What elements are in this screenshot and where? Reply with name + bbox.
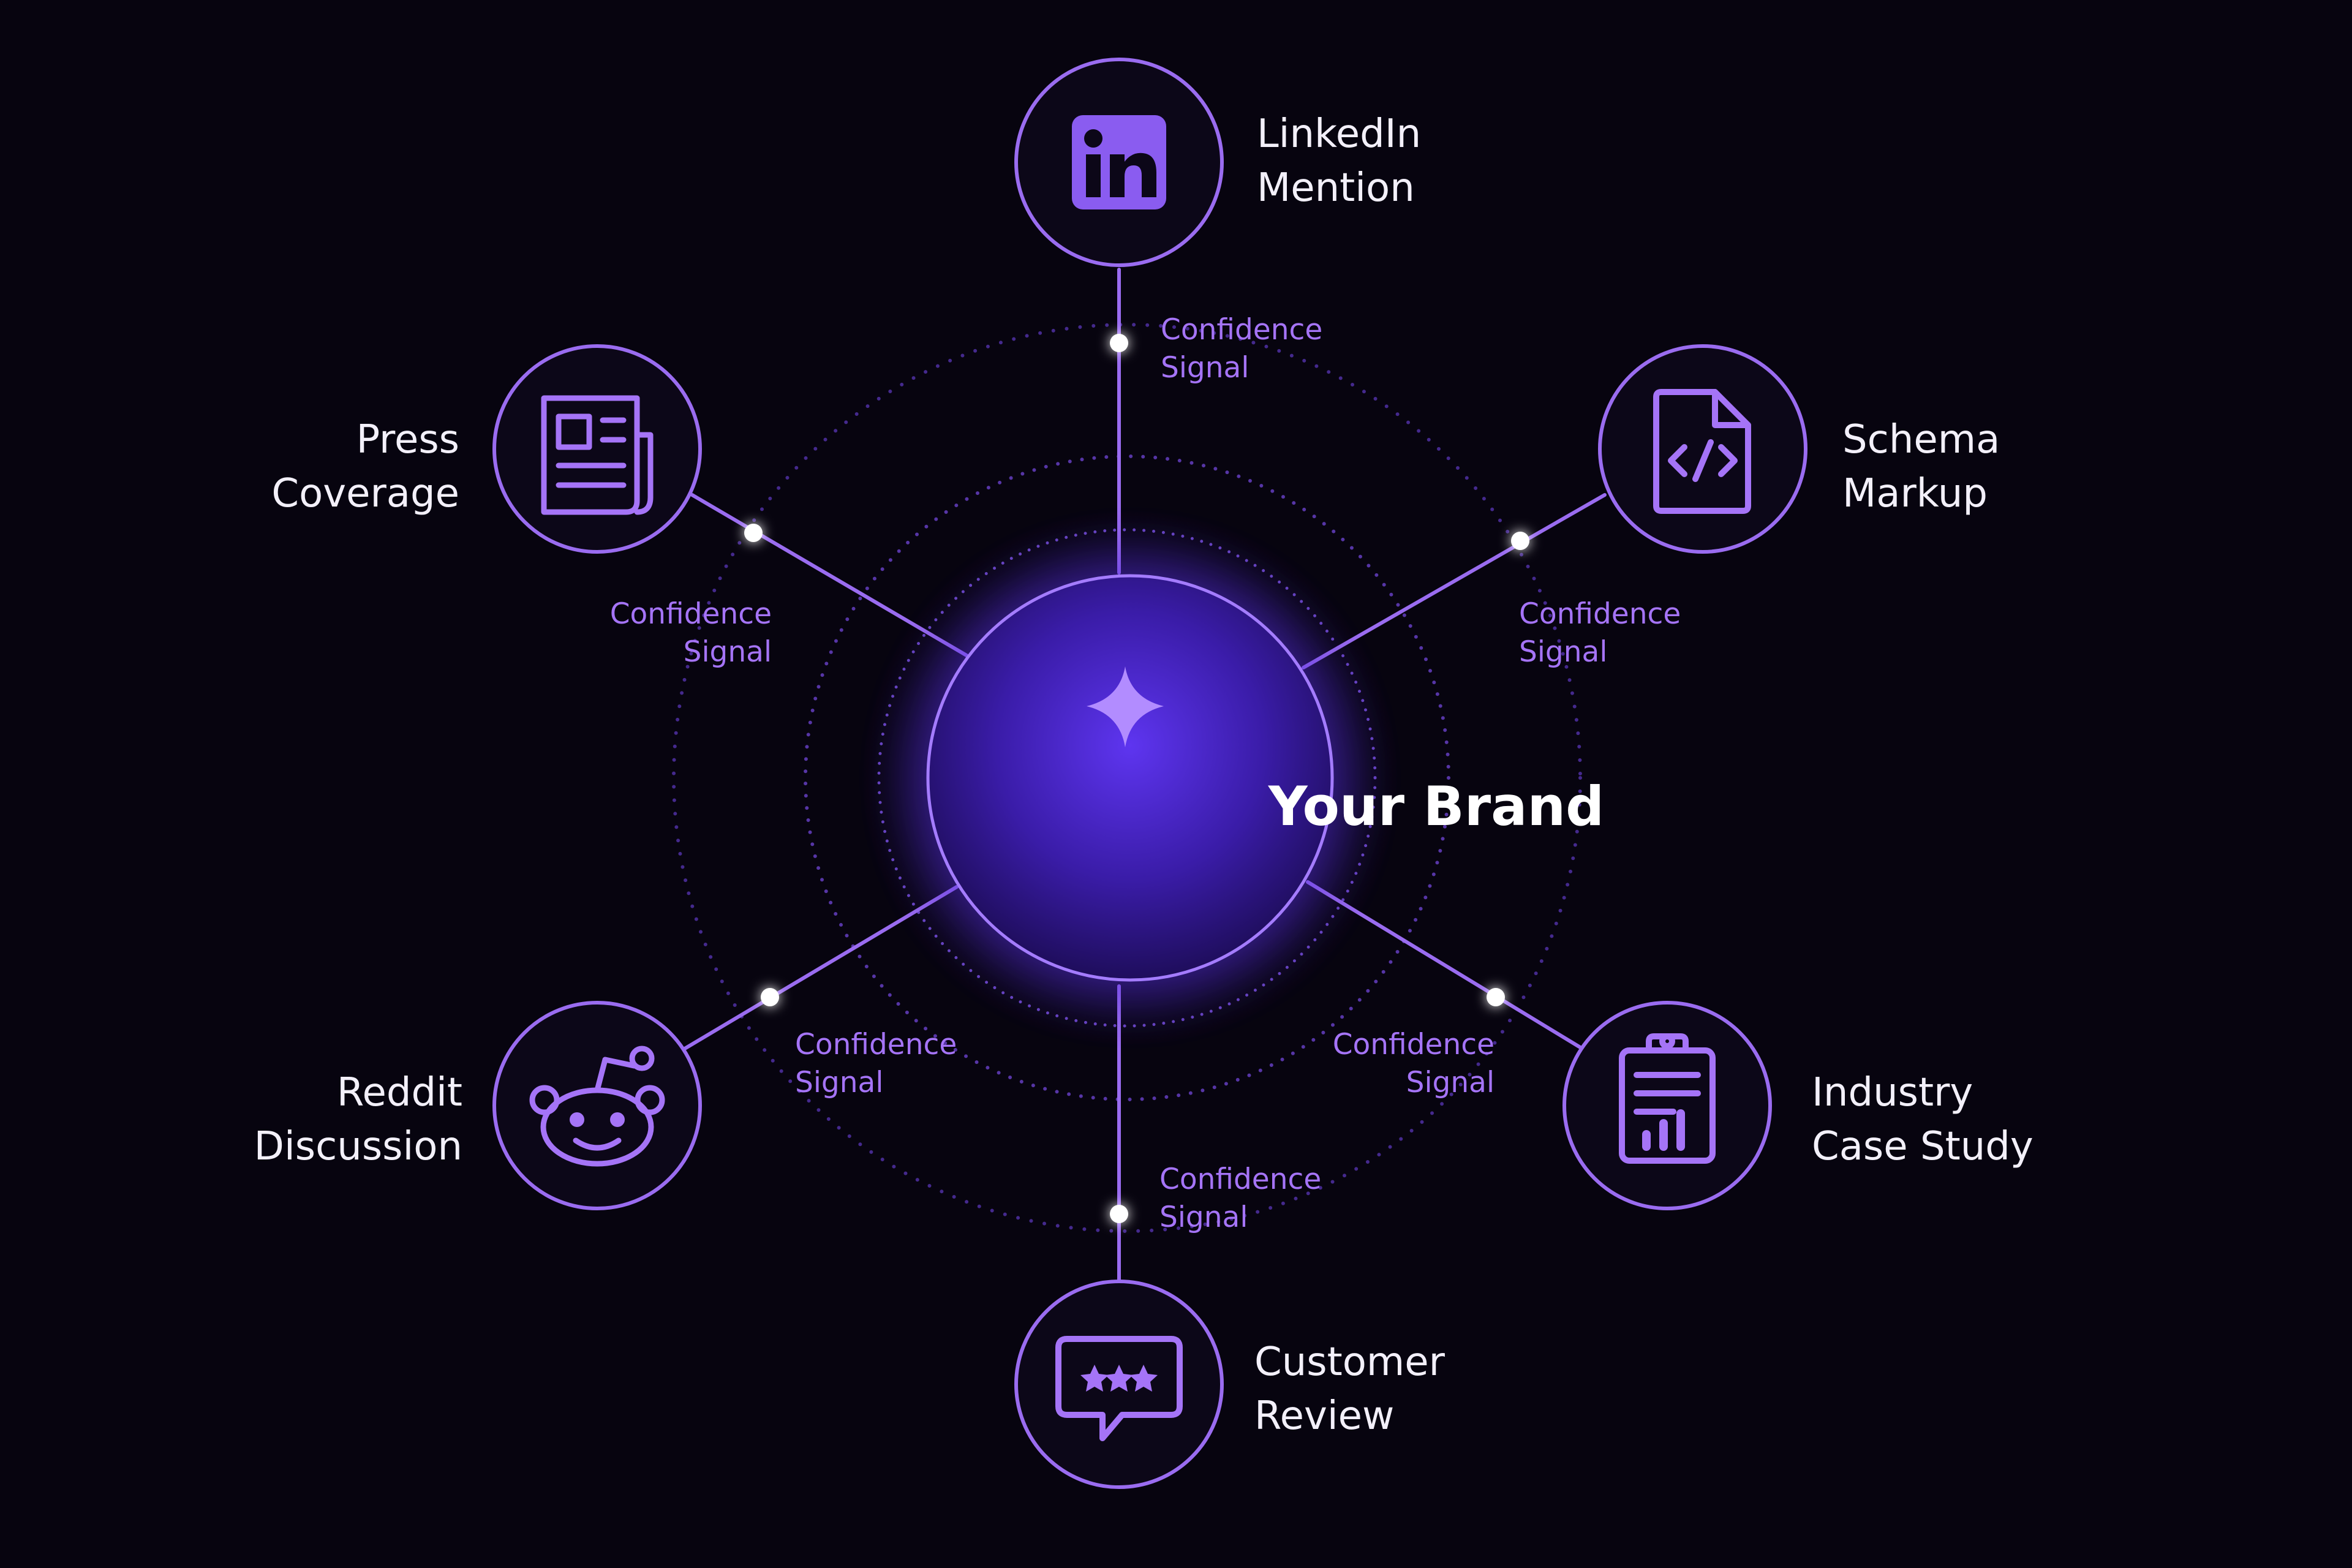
signal-line: Confidence bbox=[1519, 597, 1681, 631]
signal-line: Signal bbox=[1159, 1200, 1248, 1234]
label-linkedin-mention: LinkedIn Mention bbox=[1257, 107, 1421, 215]
chat-stars-icon bbox=[1055, 1336, 1183, 1441]
code-file-icon bbox=[1653, 389, 1751, 514]
signal-line: Signal bbox=[795, 1066, 884, 1099]
confidence-signal-label: Confidence Signal bbox=[610, 595, 772, 671]
confidence-signal-label: Confidence Signal bbox=[1519, 595, 1681, 671]
signal-dot bbox=[761, 988, 779, 1006]
node-circle-schema bbox=[1598, 344, 1807, 554]
hub-circle bbox=[926, 574, 1334, 982]
label-line: Review bbox=[1254, 1393, 1395, 1439]
signal-line: Signal bbox=[1406, 1066, 1494, 1099]
signal-dot bbox=[744, 524, 763, 542]
label-line: Discussion bbox=[254, 1124, 462, 1169]
signal-line: Signal bbox=[683, 635, 772, 669]
node-circle-reddit bbox=[492, 1001, 702, 1210]
clipboard-chart-icon bbox=[1619, 1033, 1716, 1164]
node-circle-casestudy bbox=[1562, 1001, 1772, 1210]
orbit-ring-outer bbox=[672, 323, 1582, 1233]
label-line: Markup bbox=[1842, 471, 1988, 516]
label-schema-markup: Schema Markup bbox=[1842, 413, 2000, 521]
label-line: Coverage bbox=[271, 471, 459, 516]
confidence-signal-label: Confidence Signal bbox=[1333, 1026, 1494, 1102]
confidence-signal-label: Confidence Signal bbox=[1161, 311, 1322, 387]
connectors bbox=[683, 268, 1607, 1282]
brand-hub bbox=[861, 508, 1400, 1047]
confidence-signal-label: Confidence Signal bbox=[1159, 1161, 1321, 1237]
signal-dot bbox=[1487, 988, 1505, 1006]
signal-line: Confidence bbox=[609, 597, 772, 631]
label-line: Customer bbox=[1254, 1340, 1445, 1385]
label-line: Industry bbox=[1812, 1070, 1973, 1115]
reddit-icon bbox=[529, 1046, 665, 1167]
node-circle-press bbox=[492, 344, 702, 554]
signal-line: Confidence bbox=[1159, 1163, 1322, 1196]
signal-line: Confidence bbox=[795, 1028, 957, 1061]
label-reddit-discussion: Reddit Discussion bbox=[254, 1066, 462, 1174]
label-press-coverage: Press Coverage bbox=[271, 413, 459, 521]
linkedin-icon bbox=[1072, 115, 1166, 209]
sparkle-icon bbox=[1087, 666, 1164, 747]
confidence-signal-label: Confidence Signal bbox=[795, 1026, 957, 1102]
signal-dot bbox=[1110, 1205, 1128, 1223]
label-customer-review: Customer Review bbox=[1254, 1335, 1445, 1443]
label-line: LinkedIn bbox=[1257, 111, 1422, 157]
label-industry-case-study: Industry Case Study bbox=[1812, 1066, 2034, 1174]
signal-line: Confidence bbox=[1332, 1028, 1494, 1061]
brand-title: Your Brand bbox=[1268, 775, 1605, 838]
label-line: Case Study bbox=[1812, 1124, 2034, 1169]
label-line: Press bbox=[356, 417, 459, 462]
signal-dots bbox=[744, 334, 1529, 1223]
signal-dot bbox=[1110, 334, 1128, 352]
orbit-ring-middle bbox=[804, 454, 1450, 1101]
signal-dot bbox=[1511, 532, 1529, 550]
signal-line: Confidence bbox=[1161, 313, 1323, 347]
signal-line: Signal bbox=[1161, 351, 1250, 385]
label-line: Schema bbox=[1842, 417, 2000, 462]
label-line: Mention bbox=[1257, 165, 1415, 211]
label-line: Reddit bbox=[336, 1070, 462, 1115]
newspaper-icon bbox=[541, 395, 654, 515]
signal-line: Signal bbox=[1519, 635, 1608, 669]
